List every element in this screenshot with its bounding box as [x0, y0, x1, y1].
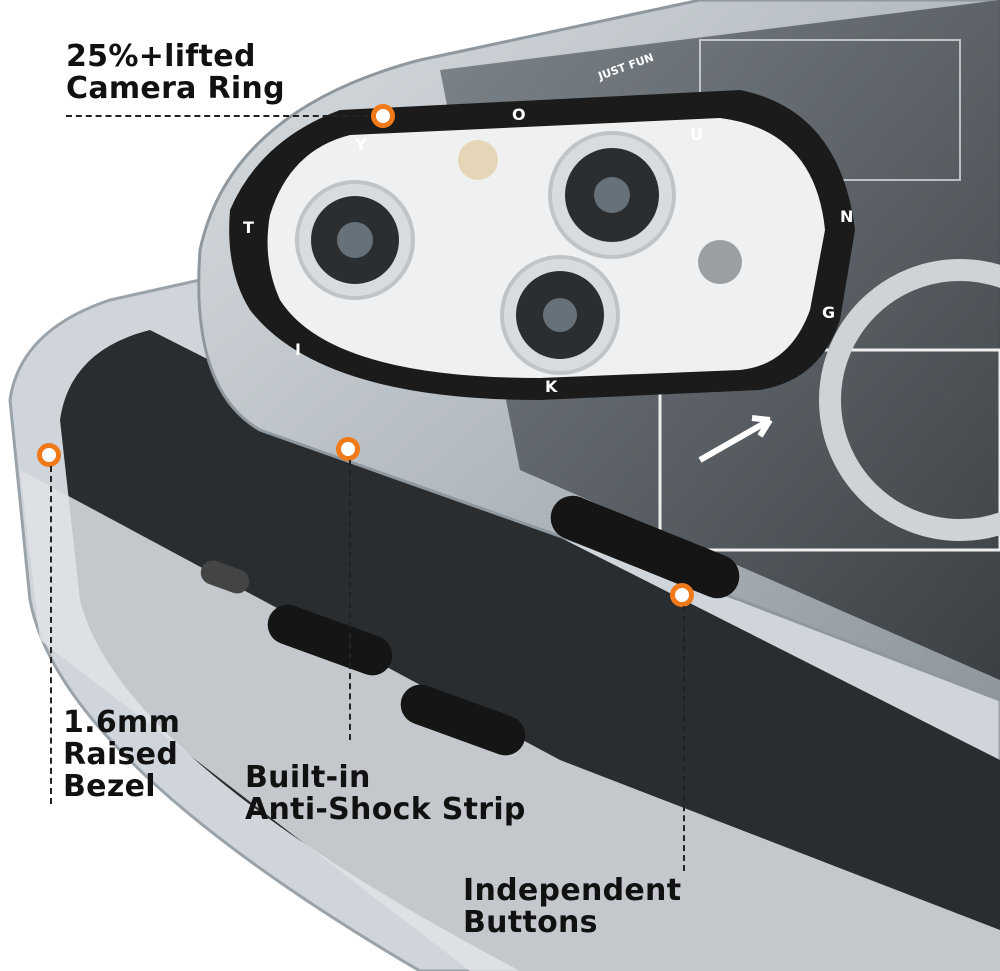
anti-shock-marker — [336, 437, 360, 461]
ring-letter: T — [243, 218, 254, 237]
anti-shock-leader-line — [349, 460, 351, 740]
bezel-marker — [37, 443, 61, 467]
ring-letter: O — [512, 105, 526, 124]
camera-ring-label: 25%+lifted Camera Ring — [66, 41, 285, 105]
lidar — [698, 240, 742, 284]
buttons-label-line2: Buttons — [463, 905, 598, 940]
side-button-small-2 — [400, 684, 526, 756]
buttons-label: Independent Buttons — [463, 875, 681, 939]
buttons-marker — [670, 583, 694, 607]
ring-letters: T Y O U N G K I — [243, 105, 853, 396]
arrow-icon — [698, 415, 773, 463]
camera-plate — [267, 118, 825, 378]
ring-letter: Y — [354, 135, 367, 154]
buttons-leader-line — [683, 606, 685, 871]
bezel-strip — [20, 470, 1000, 971]
bezel-label-line3: Bezel — [63, 769, 156, 804]
bezel-leader-line — [50, 466, 52, 804]
ring-letter: U — [690, 125, 703, 144]
camera-ring-label-line1: 25%+lifted — [66, 39, 256, 74]
magsafe-ring — [819, 259, 1000, 541]
side-button-large — [550, 495, 740, 599]
anti-shock-label: Built-in Anti-Shock Strip — [245, 762, 526, 826]
mute-switch — [200, 560, 250, 594]
ring-letter: G — [822, 303, 835, 322]
flash — [458, 140, 498, 180]
ring-letter: I — [295, 340, 301, 359]
bezel-label-line2: Raised — [63, 737, 179, 772]
anti-shock-label-line2: Anti-Shock Strip — [245, 792, 526, 827]
ring-letter: N — [840, 207, 853, 226]
camera-ring-marker — [371, 104, 395, 128]
bezel-label-line1: 1.6mm — [63, 705, 181, 740]
buttons-label-line1: Independent — [463, 873, 682, 908]
bezel-label: 1.6mm Raised Bezel — [63, 707, 180, 803]
camera-ring-label-line2: Camera Ring — [66, 71, 285, 106]
side-button-small-1 — [267, 604, 393, 676]
ring-letter: K — [545, 377, 558, 396]
camera-ring-leader-line — [66, 115, 378, 117]
anti-shock-label-line1: Built-in — [245, 760, 371, 795]
